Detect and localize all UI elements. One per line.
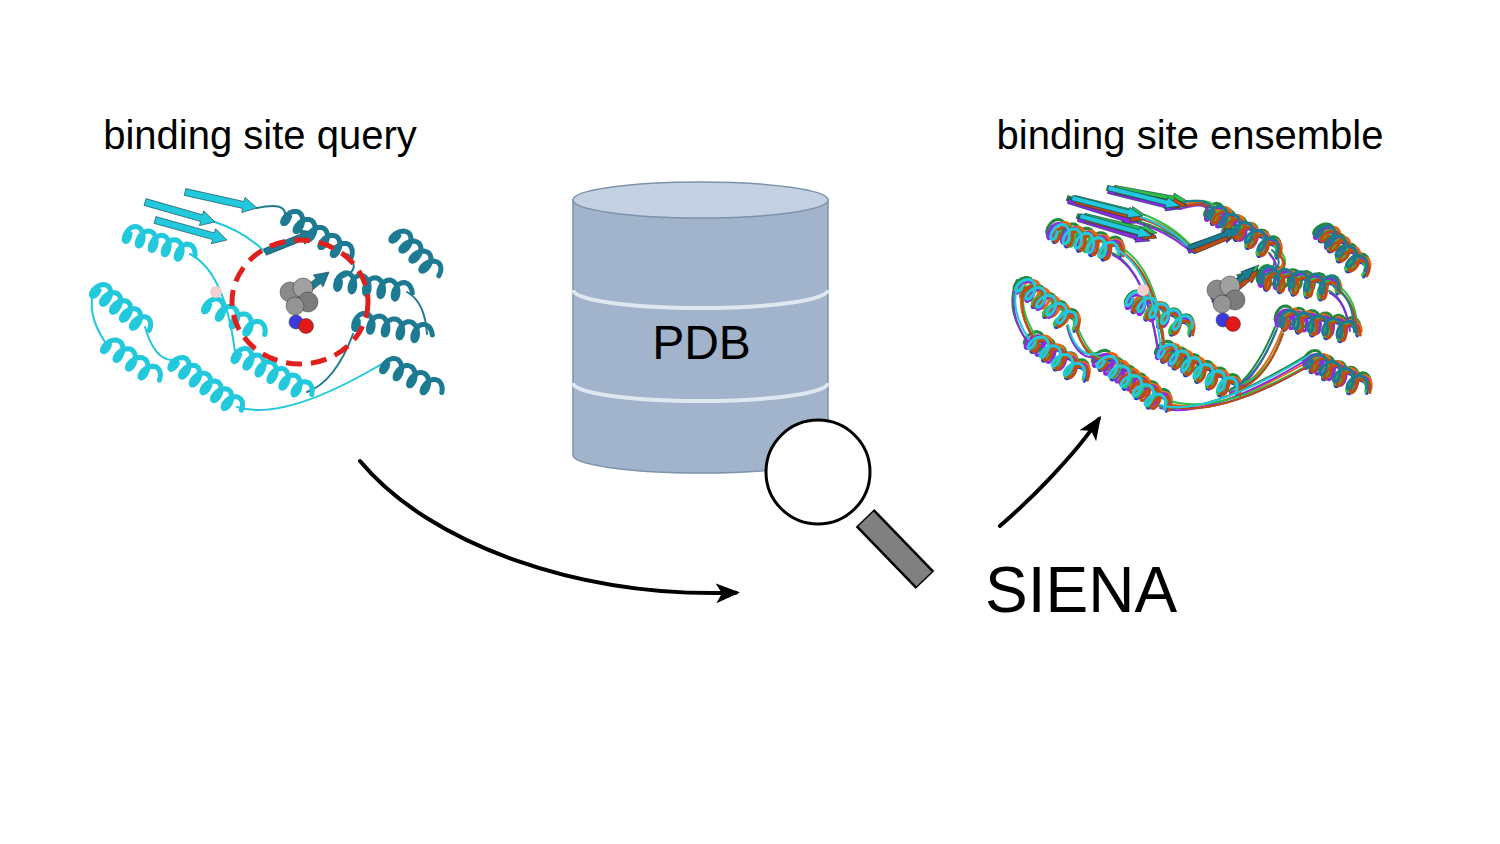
ribbon-model [1020, 186, 1371, 407]
node-label: PDB [652, 315, 751, 370]
strand-arrow [184, 189, 257, 213]
helix-ribbon [1100, 357, 1171, 410]
siena-tool: SIENA [740, 530, 1200, 640]
ligand-atom [1137, 284, 1149, 296]
helix-ribbon [336, 273, 413, 299]
cylinder-top [573, 182, 828, 218]
loop-ribbon [1184, 201, 1212, 212]
magnifier-handle [866, 519, 924, 579]
ligand-atom [286, 297, 304, 315]
helix-ribbon [233, 348, 312, 395]
ribbon-model [1014, 189, 1370, 411]
helix-ribbon [1315, 226, 1367, 271]
loop-ribbon [1160, 356, 1308, 407]
helix-ribbon [1279, 310, 1356, 337]
protein-query [91, 189, 442, 411]
flow-arrow [360, 461, 736, 593]
magnifier-icon [766, 420, 925, 580]
helix-ribbon [124, 227, 195, 260]
helix-ribbon [103, 340, 161, 380]
ribbon-model [1022, 189, 1370, 411]
loop-ribbon [190, 254, 235, 352]
flow-arrow [1000, 419, 1099, 526]
helix-ribbon [1207, 206, 1279, 252]
helix-ribbon [1097, 357, 1165, 409]
loop-ribbon [1167, 362, 1315, 408]
ribbon-model [91, 189, 442, 411]
helix-ribbon [283, 211, 353, 257]
loop-ribbon [1141, 217, 1191, 249]
cylinder-band [573, 383, 828, 401]
ribbon-model [1015, 186, 1367, 409]
node-label: SIENA [985, 554, 1177, 628]
ribbon-model [1021, 186, 1366, 410]
helix-ribbon [1259, 267, 1339, 293]
helix-ribbon [1025, 336, 1087, 377]
ligand-atom [299, 319, 314, 334]
node-label: binding site query [103, 112, 417, 158]
loop-ribbon [1231, 329, 1277, 389]
helix-ribbon [1126, 292, 1192, 330]
magnifier-handle-outline [865, 518, 925, 580]
ligand-atom [210, 286, 222, 298]
helix-ribbon [1016, 280, 1077, 326]
loop-ribbon [1237, 333, 1283, 385]
helix-ribbon [1100, 358, 1167, 410]
ribbon-model [1012, 186, 1370, 408]
helix-ribbon [1158, 344, 1237, 391]
helix-ribbon [170, 357, 243, 410]
loop-ribbon [257, 206, 285, 214]
cylinder-band [573, 290, 828, 308]
helix-ribbon [91, 285, 150, 331]
magnifier-lens [766, 420, 870, 524]
ligand-atom [1213, 295, 1231, 313]
ribbon-model [1021, 189, 1368, 412]
helix-ribbon [1051, 225, 1118, 258]
helix-ribbon [1028, 337, 1084, 377]
node-label: binding site ensemble [997, 112, 1384, 158]
binding-site-circle [232, 240, 368, 364]
ligand-atom [1226, 317, 1241, 332]
database-cylinder-label: PDB [575, 215, 828, 465]
helix-ribbon [1307, 355, 1368, 389]
protein-ensemble [1012, 186, 1371, 412]
loop-ribbon [1068, 325, 1098, 354]
loop-ribbon [1334, 286, 1354, 332]
strand-arrow [1107, 186, 1180, 208]
helix-ribbon [391, 231, 441, 276]
ensemble-panel: binding site ensemble [950, 110, 1430, 415]
query-panel: binding site query [60, 110, 460, 455]
helix-ribbon [382, 359, 443, 393]
